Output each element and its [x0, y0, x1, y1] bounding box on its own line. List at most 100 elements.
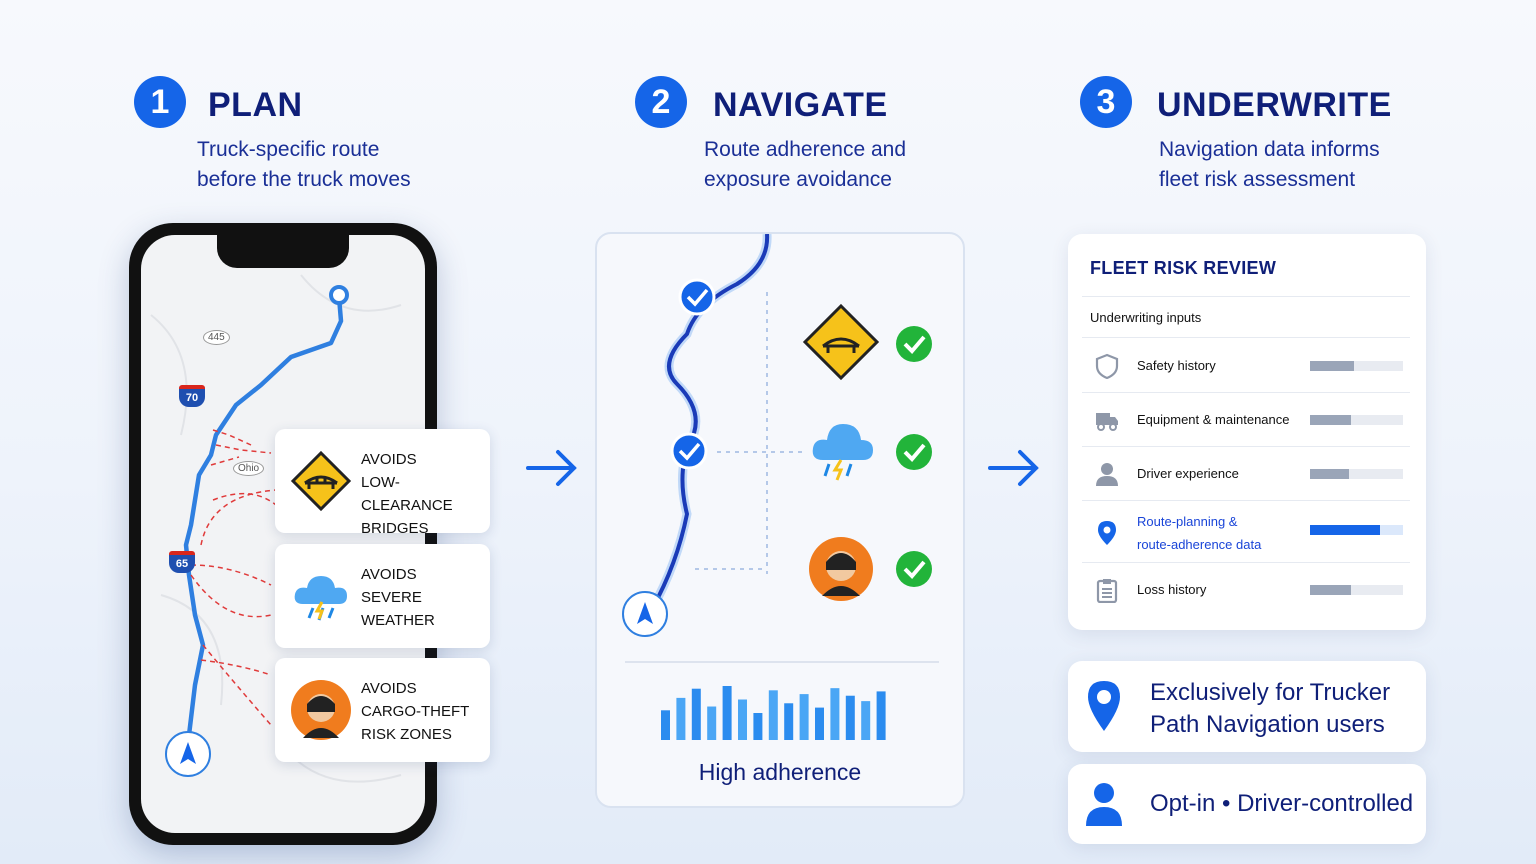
step-2-number: 2: [635, 76, 687, 128]
input-label-line-2: route-adherence data: [1137, 537, 1262, 552]
step-1-subtitle-line-1: Truck-specific route: [197, 138, 380, 161]
input-bar-fill: [1310, 525, 1380, 535]
interstate-65-shield: 65: [169, 551, 195, 573]
input-bar: [1310, 585, 1403, 595]
input-bar: [1310, 361, 1403, 371]
clipboard-icon: [1096, 579, 1118, 603]
divider: [1082, 337, 1410, 338]
step-3-number: 3: [1080, 76, 1132, 128]
input-row-driver-experience: Driver experience: [1082, 449, 1410, 499]
thief-icon: [291, 680, 351, 740]
phone-notch: [217, 234, 349, 268]
adherence-label: High adherence: [698, 759, 862, 785]
avoid-card-bridges: AVOIDS LOW-CLEARANCE BRIDGES: [275, 429, 490, 537]
step-3-subtitle-line-1: Navigation data informs: [1159, 138, 1380, 161]
step-3-subtitle: Navigation data informs fleet risk asses…: [1159, 135, 1380, 195]
input-bar-fill: [1310, 415, 1351, 425]
divider: [1082, 392, 1410, 393]
exclusive-users-line-2: Path Navigation users: [1150, 711, 1385, 738]
avoid-weather-line-1: AVOIDS: [361, 566, 417, 583]
avoid-weather-text: AVOIDS SEVERE WEATHER: [361, 563, 491, 632]
success-check-icon: [896, 551, 932, 587]
adherence-bar: [830, 688, 840, 740]
input-bar: [1310, 415, 1403, 425]
avoid-theft-line-3: RISK ZONES: [361, 726, 452, 743]
avoided-route-line: [190, 429, 277, 726]
divider: [1082, 562, 1410, 563]
avoid-theft-line-1: AVOIDS: [361, 680, 417, 697]
step-2-subtitle: Route adherence and exposure avoidance: [704, 135, 906, 195]
storm-cloud-icon: [812, 424, 873, 481]
divider: [1082, 500, 1410, 501]
divider: [1082, 446, 1410, 447]
avoid-card-theft: AVOIDS CARGO-THEFT RISK ZONES: [275, 658, 490, 762]
step-1-number: 1: [134, 76, 186, 128]
fleet-risk-review-title: FLEET RISK REVIEW: [1090, 258, 1277, 278]
input-label-line-1: Route-planning &: [1137, 514, 1238, 529]
success-check-icon: [896, 434, 932, 470]
opt-in-card: Opt-in • Driver-controlled: [1068, 764, 1426, 844]
input-label: Route-planning & route-adherence data: [1137, 510, 1261, 556]
person-icon: [1086, 783, 1122, 826]
route-map: [150, 274, 402, 783]
input-label: Loss history: [1137, 582, 1207, 597]
adherence-bar: [738, 699, 747, 740]
shield-icon: [1095, 353, 1119, 379]
step-3-subtitle-line-2: fleet risk assessment: [1159, 168, 1356, 191]
storm-cloud-icon: [294, 576, 347, 621]
adherence-bar: [861, 701, 871, 740]
avoid-bridges-line-1: AVOIDS: [361, 451, 417, 468]
input-bar-fill: [1310, 361, 1354, 371]
underwriting-inputs-label: Underwriting inputs: [1090, 310, 1202, 325]
truck-icon: [1096, 413, 1118, 431]
checkpoint-check-icon: [678, 278, 716, 316]
location-pin-icon: [1088, 681, 1120, 731]
planned-route-line: [183, 294, 344, 738]
navigation-arrow-icon: [165, 731, 211, 777]
low-clearance-bridge-icon: [290, 450, 352, 512]
navigation-arrow-icon: [622, 591, 668, 637]
avoid-bridges-text: AVOIDS LOW-CLEARANCE BRIDGES: [361, 448, 491, 540]
road-445-label: 445: [203, 330, 230, 345]
step-1-subtitle: Truck-specific route before the truck mo…: [197, 135, 411, 195]
navigate-panel: High adherence: [595, 232, 965, 808]
person-icon: [1096, 463, 1118, 486]
avoid-card-weather: AVOIDS SEVERE WEATHER: [275, 544, 490, 648]
interstate-70-shield: 70: [179, 385, 205, 407]
destination-pin: [329, 285, 349, 305]
exclusive-users-text: Exclusively for Trucker Path Navigation …: [1150, 677, 1390, 741]
adherence-bar: [661, 710, 670, 740]
input-bar: [1310, 525, 1403, 535]
checkpoint-check-icon: [670, 432, 708, 470]
avoid-weather-line-3: WEATHER: [361, 612, 435, 629]
divider: [1082, 296, 1410, 297]
input-bar-fill: [1310, 469, 1350, 479]
step-2-subtitle-line-2: exposure avoidance: [704, 168, 892, 191]
navigate-diagram: [625, 234, 939, 740]
adherence-bar: [676, 697, 686, 740]
step-1-title: PLAN: [208, 86, 303, 124]
step-2-subtitle-line-1: Route adherence and: [704, 138, 906, 161]
success-check-icon: [896, 326, 932, 362]
adherence-bar: [845, 695, 855, 740]
step-2-title: NAVIGATE: [713, 86, 888, 124]
adherence-bar: [799, 694, 809, 740]
opt-in-text: Opt-in • Driver-controlled: [1150, 790, 1414, 817]
phone-mockup: 445 70 Ohio 65: [129, 223, 437, 845]
fleet-risk-review-card: FLEET RISK REVIEW Underwriting inputs Sa…: [1068, 234, 1426, 630]
avoid-theft-line-2: CARGO-THEFT: [361, 703, 470, 720]
arrow-right-icon: [988, 450, 1039, 486]
input-label: Safety history: [1137, 358, 1216, 373]
input-row-safety-history: Safety history: [1082, 341, 1410, 391]
input-row-loss-history: Loss history: [1082, 565, 1410, 615]
bridge-warning-icon: [802, 303, 880, 381]
input-row-equipment: Equipment & maintenance: [1082, 395, 1410, 445]
adherence-bar: [784, 703, 794, 740]
thief-icon: [809, 537, 873, 601]
ohio-label: Ohio: [233, 461, 265, 476]
adherence-bar: [768, 690, 778, 740]
adherence-bar: [707, 706, 717, 740]
avoid-weather-line-2: SEVERE: [361, 589, 422, 606]
adherence-bar: [876, 691, 886, 740]
step-1-subtitle-line-2: before the truck moves: [197, 168, 411, 191]
